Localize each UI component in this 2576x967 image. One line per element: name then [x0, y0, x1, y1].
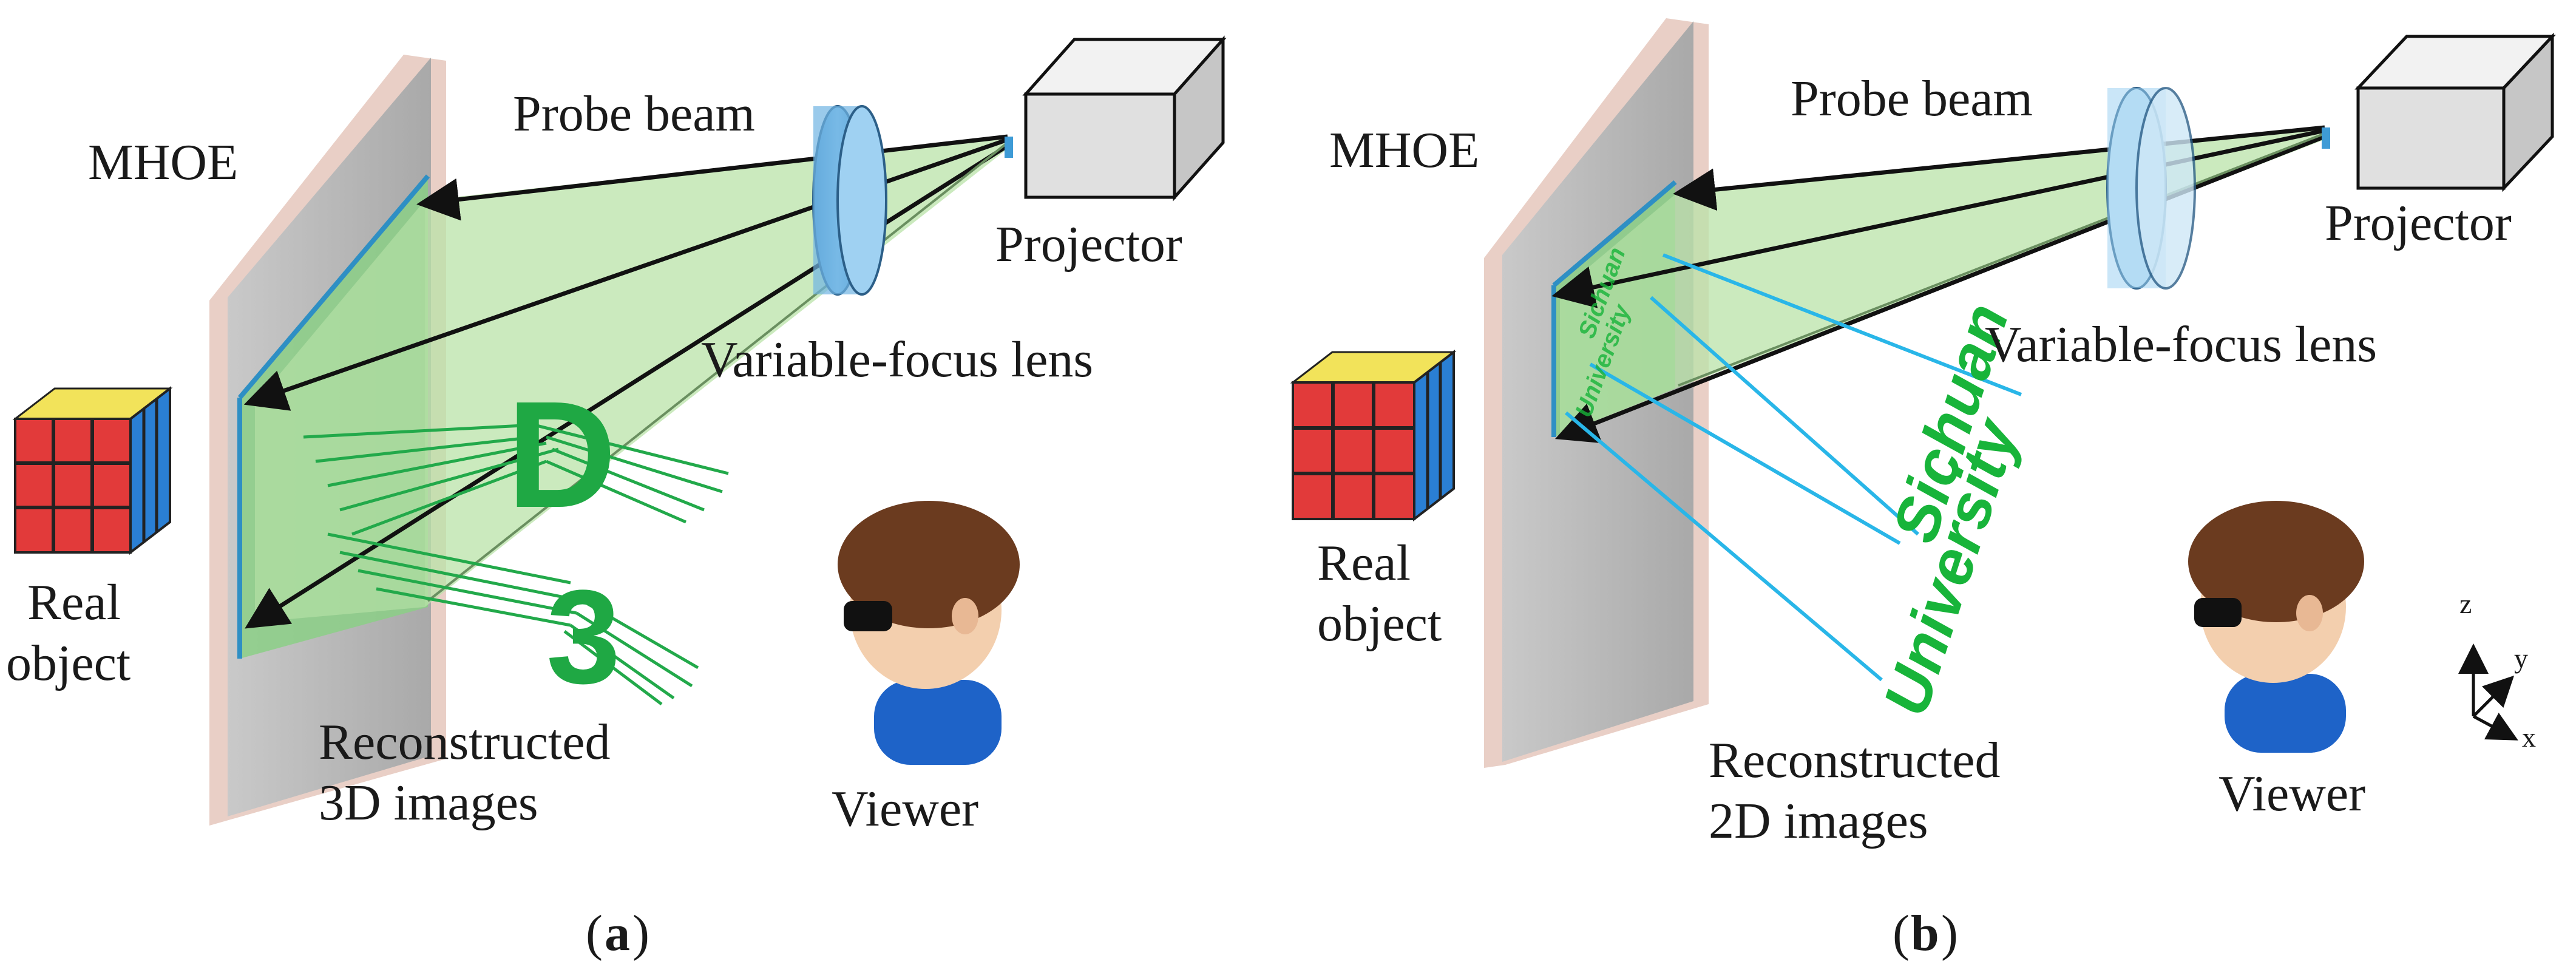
caption-b: ( b )	[1893, 905, 1958, 962]
panel-a: D 3 MHOE Probe beam Projector Variable-f…	[6, 35, 1227, 962]
svg-text:): )	[632, 905, 649, 962]
real-object-label-line1: Real	[1317, 535, 1411, 591]
coordinate-axes	[2458, 643, 2518, 741]
viewer-avatar	[2188, 501, 2364, 753]
variable-focus-lens	[2106, 87, 2196, 290]
svg-text:(: (	[586, 905, 603, 962]
reconstruction-rays	[1565, 253, 2022, 682]
viewer-label: Viewer	[832, 781, 978, 837]
real-object-label-line1: Real	[27, 574, 121, 631]
projector-label: Projector	[2325, 195, 2512, 251]
lens-label: Variable-focus lens	[1985, 316, 2377, 373]
beam-rays	[1551, 125, 2326, 444]
axis-x-label: x	[2522, 722, 2536, 753]
reconstructed-digit-3: 3	[546, 562, 620, 711]
mhoe-label: MHOE	[1329, 122, 1479, 178]
probe-beam-label: Probe beam	[513, 86, 755, 142]
reconstruction-rays	[303, 423, 729, 705]
real-object-label-line2: object	[6, 635, 130, 691]
viewer-avatar	[838, 501, 1020, 765]
viewer-label: Viewer	[2218, 765, 2365, 822]
reconstructed-label-line2: 2D images	[1709, 793, 1928, 849]
svg-text:(: (	[1893, 905, 1910, 962]
reconstructed-label-line2: 3D images	[319, 775, 538, 831]
reconstructed-word-university: University	[1871, 409, 2033, 724]
variable-focus-lens	[812, 105, 887, 296]
reconstructed-label-line1: Reconstructed	[319, 714, 611, 770]
axis-z-label: z	[2459, 588, 2472, 619]
projector-label: Projector	[995, 216, 1182, 273]
svg-text:a: a	[605, 905, 630, 962]
svg-text:): )	[1941, 905, 1958, 962]
axis-y-label: y	[2514, 643, 2528, 674]
projector-box	[2322, 32, 2556, 192]
panel-b: Sichuan University Sichuan University z …	[1290, 18, 2556, 962]
probe-beam-label: Probe beam	[1791, 70, 2033, 127]
reconstructed-letter-d: D	[507, 370, 617, 539]
real-object-label-line2: object	[1317, 595, 1442, 652]
rubik-cube	[12, 385, 173, 555]
lens-label: Variable-focus lens	[701, 331, 1093, 388]
mhoe-label: MHOE	[88, 134, 238, 191]
projector-box	[1005, 35, 1227, 202]
svg-text:b: b	[1911, 905, 1939, 962]
caption-a: ( a )	[586, 905, 649, 962]
rubik-cube	[1290, 349, 1457, 522]
reconstructed-label-line1: Reconstructed	[1709, 732, 2001, 789]
